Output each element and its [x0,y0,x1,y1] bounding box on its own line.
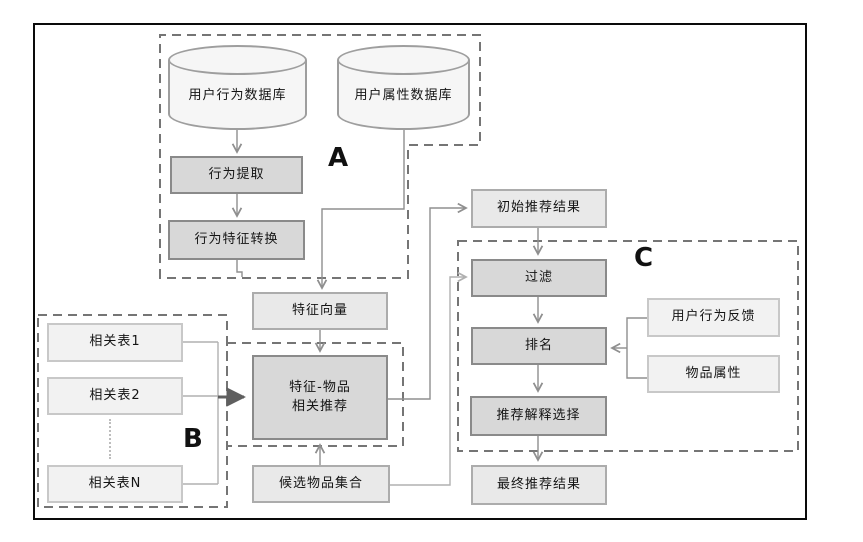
region-a-outline [159,34,481,279]
node-feature-vector: 特征向量 [252,292,388,330]
node-initial-rec-result-label: 初始推荐结果 [496,200,581,216]
db-user-attribute: 用户属性数据库 [337,45,470,130]
db-user-attribute-label: 用户属性数据库 [354,88,453,103]
node-behavior-extract: 行为提取 [170,156,303,194]
node-user-behavior-feedback: 用户行为反馈 [647,298,780,337]
edge-convert-to-boundary [236,260,243,277]
node-related-table-2: 相关表2 [47,377,183,415]
node-feature-item-recommendation: 特征-物品 相关推荐 [252,355,388,440]
node-related-table-2-label: 相关表2 [89,387,141,403]
node-rank-label: 排名 [524,337,553,353]
node-final-rec-result: 最终推荐结果 [471,465,607,505]
section-a-label: A [328,143,349,173]
node-final-rec-result-label: 最终推荐结果 [496,476,581,492]
node-behavior-feature-convert: 行为特征转换 [168,220,305,260]
db-user-behavior: 用户行为数据库 [168,45,307,130]
node-filter: 过滤 [471,259,607,297]
node-related-table-1: 相关表1 [47,323,183,362]
node-related-table-n: 相关表N [47,465,183,503]
node-feature-item-recommendation-line2: 相关推荐 [291,398,348,414]
region-b-outline [37,314,228,508]
node-candidate-item-set-label: 候选物品集合 [278,475,363,491]
section-b-label: B [183,424,203,454]
region-c-outline [457,240,799,452]
edge-feature-item-to-initial [388,202,468,400]
node-rank: 排名 [471,327,607,365]
node-related-table-1-label: 相关表1 [89,334,141,350]
node-rec-explanation-select: 推荐解释选择 [470,396,607,436]
node-filter-label: 过滤 [524,269,553,285]
node-rec-explanation-select-label: 推荐解释选择 [496,407,581,423]
node-candidate-item-set: 候选物品集合 [252,465,390,503]
section-c-label: C [634,243,654,273]
node-feature-vector-label: 特征向量 [291,302,348,318]
node-feature-item-recommendation-line1: 特征-物品 [289,379,351,395]
node-item-attribute: 物品属性 [647,355,780,393]
edge-candidate-to-filter [390,271,468,486]
ellipsis-dots [109,419,111,459]
node-behavior-feature-convert-label: 行为特征转换 [194,231,279,247]
node-related-table-n-label: 相关表N [88,475,142,491]
node-item-attribute-label: 物品属性 [685,365,742,381]
node-initial-rec-result: 初始推荐结果 [471,189,607,228]
db-user-behavior-label: 用户行为数据库 [188,88,287,103]
node-behavior-extract-label: 行为提取 [208,166,265,182]
edge-db-attribute-to-feature-vector [316,130,405,290]
edge-feedback-attribute-bracket [626,317,647,379]
node-user-behavior-feedback-label: 用户行为反馈 [671,309,756,325]
